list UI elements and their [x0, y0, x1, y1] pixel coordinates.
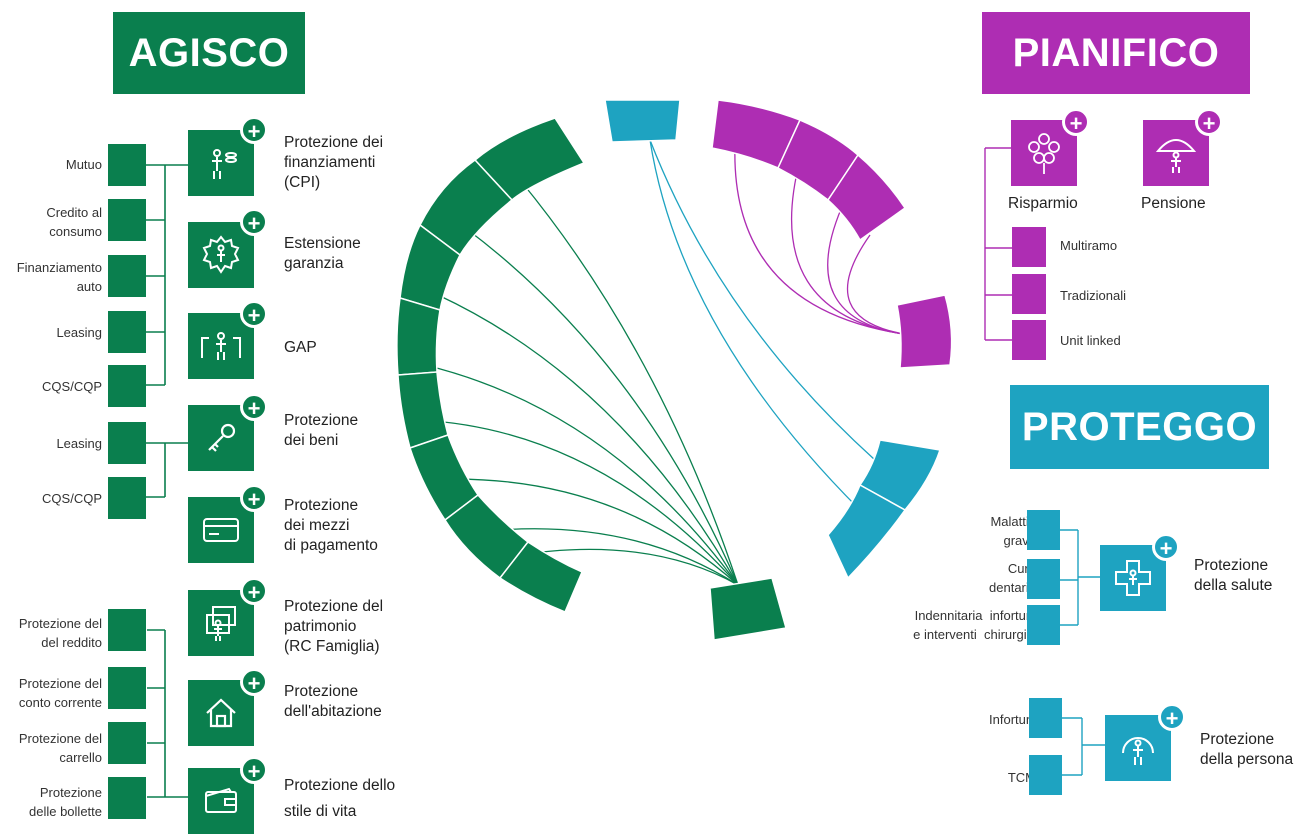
shield-person-icon [1122, 737, 1154, 765]
pianifico-item-square [1012, 320, 1046, 360]
agisco-product-garanzia[interactable] [188, 222, 254, 288]
agisco-left-label: CQS/CQP [42, 379, 102, 394]
agisco-product-patrimonio[interactable] [188, 590, 254, 656]
add-cpi-button[interactable]: + [240, 116, 268, 144]
add-risparmio-button[interactable]: + [1062, 108, 1090, 136]
agisco-product-gap[interactable] [188, 313, 254, 379]
health-cross-icon [1115, 560, 1151, 596]
blue-chords [649, 139, 876, 511]
pianifico-item-label: Multiramo [1060, 238, 1118, 253]
agisco-left-square [108, 199, 146, 241]
agisco-product-cpi[interactable] [188, 130, 254, 196]
proteggo-product-label: Protezione della salute [1194, 557, 1273, 594]
credit-card-icon [203, 518, 239, 542]
agisco-product-label: Protezione dei beni [284, 412, 359, 449]
agisco-product-label: Protezione dello stile di vita [284, 777, 396, 820]
agisco-left-label: Credito al consumo [46, 205, 102, 239]
proteggo-salute-square [1027, 605, 1060, 645]
add-garanzia-button[interactable]: + [240, 208, 268, 236]
key-icon [208, 423, 236, 452]
blue-ring [604, 99, 941, 580]
agisco-product-pagamento[interactable] [188, 497, 254, 563]
agisco-left-square [108, 144, 146, 186]
add-pensione-button[interactable]: + [1195, 108, 1223, 136]
agisco-left-label: Finanziamento auto [16, 260, 102, 294]
agisco-left-square [108, 609, 146, 651]
magenta-chords [734, 144, 911, 336]
proteggo-product-persona[interactable] [1105, 715, 1171, 781]
add-persona-button[interactable]: + [1158, 703, 1186, 731]
agisco-lower-label: Protezione delle bollette [29, 785, 102, 819]
agisco-lower-label: Protezione del conto corrente [18, 676, 102, 710]
agisco-left-label: Leasing [56, 325, 102, 340]
agisco-left-square [108, 365, 146, 407]
add-beni-button[interactable]: + [240, 393, 268, 421]
pianifico-item-square [1012, 227, 1046, 267]
agisco-product-label: Estensione garanzia [284, 235, 361, 272]
proteggo-product-label: Protezione della persona [1200, 731, 1294, 768]
umbrella-person-icon [1155, 139, 1197, 173]
add-patrimonio-button[interactable]: + [240, 577, 268, 605]
magenta-ring [711, 99, 953, 369]
agisco-left-label: Mutuo [65, 157, 102, 172]
agisco-left-square [108, 311, 146, 353]
agisco-product-label: Protezione del patrimonio (RC Famiglia) [284, 598, 384, 655]
proteggo-salute-square [1027, 510, 1060, 550]
agisco-product-label: Protezione dell'abitazione [284, 683, 382, 720]
pianifico-item-label: Tradizionali [1060, 288, 1126, 303]
agisco-left-square [108, 255, 146, 297]
agisco-left-square [108, 722, 146, 764]
add-pagamento-button[interactable]: + [240, 484, 268, 512]
agisco-left-square [108, 422, 146, 464]
agisco-product-label: Protezione dei finanziamenti (CPI) [284, 134, 384, 191]
add-abitazione-button[interactable]: + [240, 668, 268, 696]
wallet-icon [205, 787, 237, 813]
savings-flower-icon [1028, 133, 1060, 174]
add-salute-button[interactable]: + [1152, 533, 1180, 561]
agisco-left-label: Leasing [56, 436, 102, 451]
house-icon [206, 698, 236, 728]
agisco-product-label: GAP [284, 339, 317, 356]
agisco-lower-label: Protezione del carrello [18, 731, 102, 765]
green-ring [396, 117, 787, 641]
add-gap-button[interactable]: + [240, 300, 268, 328]
agisco-product-label: Protezione dei mezzi di pagamento [284, 497, 378, 554]
proteggo-persona-label: Infortuni [989, 712, 1036, 727]
seal-person-icon [202, 235, 240, 274]
person-frames-icon [206, 606, 236, 641]
car-gap-icon [201, 332, 241, 360]
pianifico-banner: PIANIFICO [982, 12, 1250, 94]
agisco-left-square [108, 667, 146, 709]
proteggo-persona-square [1029, 698, 1062, 738]
proteggo-banner: PROTEGGO [1010, 385, 1269, 469]
pianifico-item-label: Unit linked [1060, 333, 1121, 348]
pianifico-product-label: Risparmio [1008, 195, 1078, 212]
proteggo-salute-label: Indennitaria infortuni e interventi chir… [913, 608, 1036, 642]
pianifico-item-square [1012, 274, 1046, 314]
agisco-lower-label: Protezione del del reddito [18, 616, 102, 650]
proteggo-salute-square [1027, 559, 1060, 599]
pianifico-product-label: Pensione [1141, 195, 1206, 212]
add-stile-vita-button[interactable]: + [240, 756, 268, 784]
agisco-left-square [108, 777, 146, 819]
agisco-banner: AGISCO [113, 12, 305, 94]
agisco-left-label: CQS/CQP [42, 491, 102, 506]
agisco-left-square [108, 477, 146, 519]
proteggo-persona-label: TCM [1007, 770, 1036, 785]
proteggo-persona-square [1029, 755, 1062, 795]
person-coins-icon [212, 149, 237, 179]
